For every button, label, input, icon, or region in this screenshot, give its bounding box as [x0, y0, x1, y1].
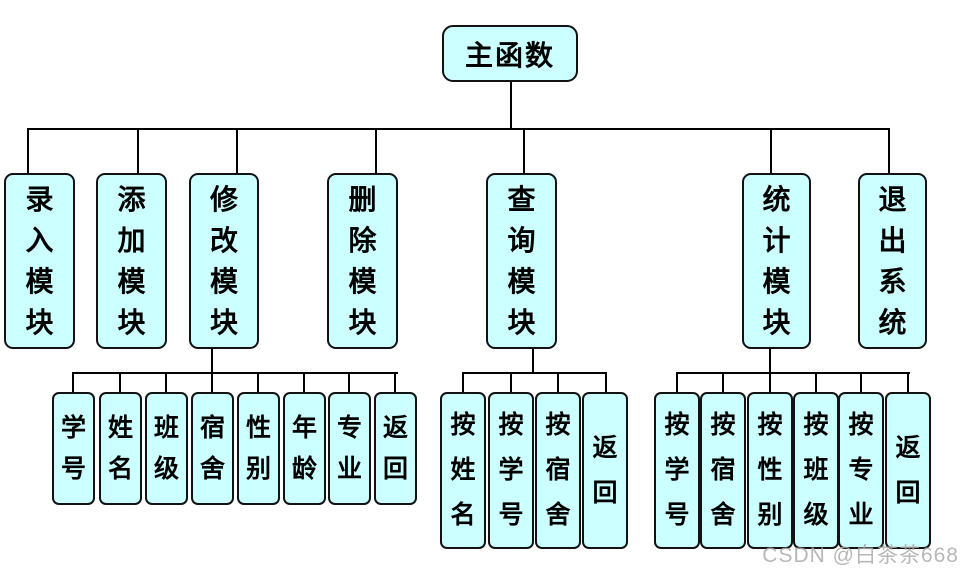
node-label: 录入模块	[25, 184, 54, 338]
connector-stub	[769, 372, 771, 394]
node-field-student-id: 学号	[52, 392, 95, 505]
watermark: CSDN @白茶茶668	[762, 544, 959, 567]
node-label: 按宿舍	[545, 411, 571, 529]
node-field-gender: 性别	[237, 392, 280, 505]
connector-drop-add-module	[137, 128, 139, 175]
node-label: 按学号	[664, 411, 690, 529]
node-field-class: 班级	[145, 392, 188, 505]
connector-drop-modify-module	[236, 128, 238, 175]
connector-stub	[119, 372, 121, 394]
node-label: 返回	[382, 413, 408, 483]
node-add-module: 添加模块	[96, 173, 167, 349]
connector-drop-query-module	[523, 128, 525, 175]
node-label: 按专业	[848, 411, 874, 529]
node-label: 姓名	[107, 413, 133, 483]
node-field-dorm: 宿舍	[191, 392, 234, 505]
connector-stub	[907, 372, 909, 394]
node-field-name: 姓名	[99, 392, 142, 505]
connector-root-drop	[510, 82, 512, 129]
node-label: 按学号	[498, 411, 524, 529]
node-stats-by-gender: 按性别	[747, 392, 793, 549]
node-label: 主函数	[464, 39, 555, 71]
node-label: 班级	[153, 413, 179, 483]
node-field-major: 专业	[328, 392, 371, 505]
connector-stub	[676, 372, 678, 394]
connector-stub	[72, 372, 74, 394]
node-main-function: 主函数	[442, 25, 578, 82]
connector-stats-horizontal	[676, 372, 910, 374]
connector-stub	[510, 372, 512, 394]
node-query-by-student-id: 按学号	[488, 392, 534, 549]
connector-drop-stats-module	[770, 128, 772, 175]
node-label: 宿舍	[199, 413, 225, 483]
node-label: 统计模块	[762, 184, 791, 338]
connector-stub	[605, 372, 607, 394]
node-delete-module: 删除模块	[327, 173, 398, 349]
node-label: 退出系统	[878, 184, 907, 338]
node-query-by-name: 按姓名	[440, 392, 486, 549]
node-exit-module: 退出系统	[858, 173, 927, 349]
node-label: 返回	[592, 433, 618, 507]
node-field-return: 返回	[374, 392, 417, 505]
node-query-module: 查询模块	[486, 173, 557, 349]
connector-query-drop	[532, 349, 534, 374]
connector-stub	[211, 372, 213, 394]
node-modify-module: 修改模块	[189, 173, 259, 349]
connector-stub	[348, 372, 350, 394]
node-label: 添加模块	[117, 184, 146, 338]
connector-modify-horizontal	[72, 372, 398, 374]
connector-drop-exit-module	[888, 128, 890, 175]
connector-stub	[165, 372, 167, 394]
node-label: 返回	[895, 433, 921, 507]
connector-main-horizontal	[27, 128, 890, 130]
node-input-module: 录入模块	[4, 173, 75, 349]
connector-modify-drop	[211, 349, 213, 374]
node-label: 查询模块	[507, 184, 536, 338]
node-label: 删除模块	[348, 184, 377, 338]
connector-stub	[815, 372, 817, 394]
node-label: 学号	[60, 413, 86, 483]
node-label: 修改模块	[209, 184, 238, 338]
node-stats-by-major: 按专业	[838, 392, 884, 549]
connector-query-horizontal	[462, 372, 607, 374]
connector-stub	[722, 372, 724, 394]
connector-stub	[303, 372, 305, 394]
node-stats-by-student-id: 按学号	[654, 392, 700, 549]
node-stats-by-class: 按班级	[793, 392, 839, 549]
node-label: 按宿舍	[710, 411, 736, 529]
node-label: 按班级	[803, 411, 829, 529]
node-stats-return: 返回	[885, 392, 931, 549]
node-query-by-dorm: 按宿舍	[535, 392, 581, 549]
connector-stub	[462, 372, 464, 394]
connector-stats-drop	[769, 349, 771, 374]
connector-stub	[394, 372, 396, 394]
node-label: 专业	[336, 413, 362, 483]
connector-drop-delete-module	[375, 128, 377, 175]
connector-drop-input-module	[27, 128, 29, 175]
node-label: 年龄	[291, 413, 317, 483]
node-stats-module: 统计模块	[742, 173, 811, 349]
node-label: 按姓名	[450, 411, 476, 529]
node-label: 按性别	[757, 411, 783, 529]
node-label: 性别	[245, 413, 271, 483]
connector-stub	[257, 372, 259, 394]
node-stats-by-dorm: 按宿舍	[700, 392, 746, 549]
node-query-return: 返回	[582, 392, 628, 549]
connector-stub	[557, 372, 559, 394]
connector-stub	[860, 372, 862, 394]
node-field-age: 年龄	[283, 392, 326, 505]
